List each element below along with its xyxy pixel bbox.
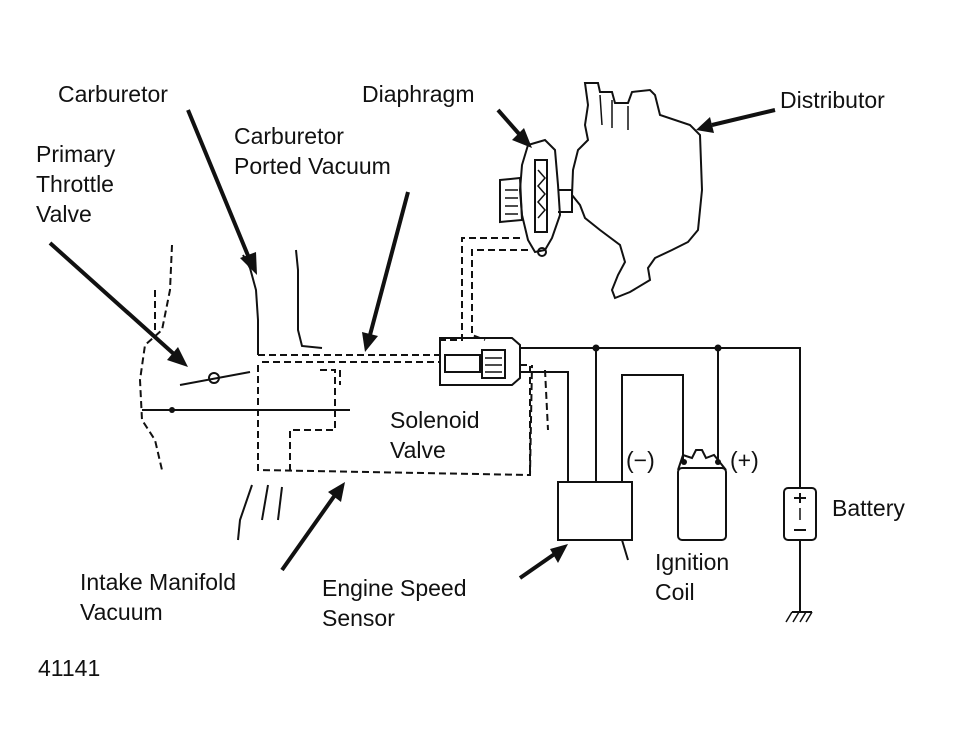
label-solenoid-line1: Solenoid — [390, 407, 480, 433]
label-coil-plus: (+) — [730, 447, 759, 473]
label-battery: Battery — [832, 495, 905, 521]
ignition-coil — [677, 449, 727, 541]
label-carburetor-ported-line1: Carburetor — [234, 123, 344, 149]
labels: Carburetor Diaphragm Distributor Carbure… — [36, 81, 905, 681]
label-distributor: Distributor — [780, 87, 885, 113]
label-primary-throttle-line2: Throttle — [36, 171, 114, 197]
label-ignition-line2: Coil — [655, 579, 695, 605]
label-ignition-line1: Ignition — [655, 549, 729, 575]
label-diaphragm: Diaphragm — [362, 81, 475, 107]
leader-arrows — [48, 108, 776, 580]
label-engine-speed-line1: Engine Speed — [322, 575, 467, 601]
vacuum-hose-diaphragm — [440, 237, 528, 341]
label-coil-minus: (−) — [626, 447, 655, 473]
diaphragm-unit — [499, 138, 573, 257]
wiring — [520, 344, 813, 623]
engine-speed-sensor-box — [557, 481, 633, 541]
label-primary-throttle-line3: Valve — [36, 201, 92, 227]
label-carburetor: Carburetor — [58, 81, 168, 107]
label-solenoid-line2: Valve — [390, 437, 446, 463]
label-primary-throttle-line1: Primary — [36, 141, 116, 167]
label-intake-line1: Intake Manifold — [80, 569, 236, 595]
battery-symbol — [783, 487, 817, 541]
distributor-body — [570, 82, 704, 300]
label-carburetor-ported-line2: Ported Vacuum — [234, 153, 391, 179]
carburetor-body — [242, 249, 440, 363]
label-intake-line2: Vacuum — [80, 599, 163, 625]
intake-manifold — [237, 364, 533, 541]
figure-id: 41141 — [38, 655, 100, 681]
throttle-bore — [138, 244, 350, 471]
label-engine-speed-line2: Sensor — [322, 605, 395, 631]
solenoid-valve-body — [439, 337, 549, 475]
